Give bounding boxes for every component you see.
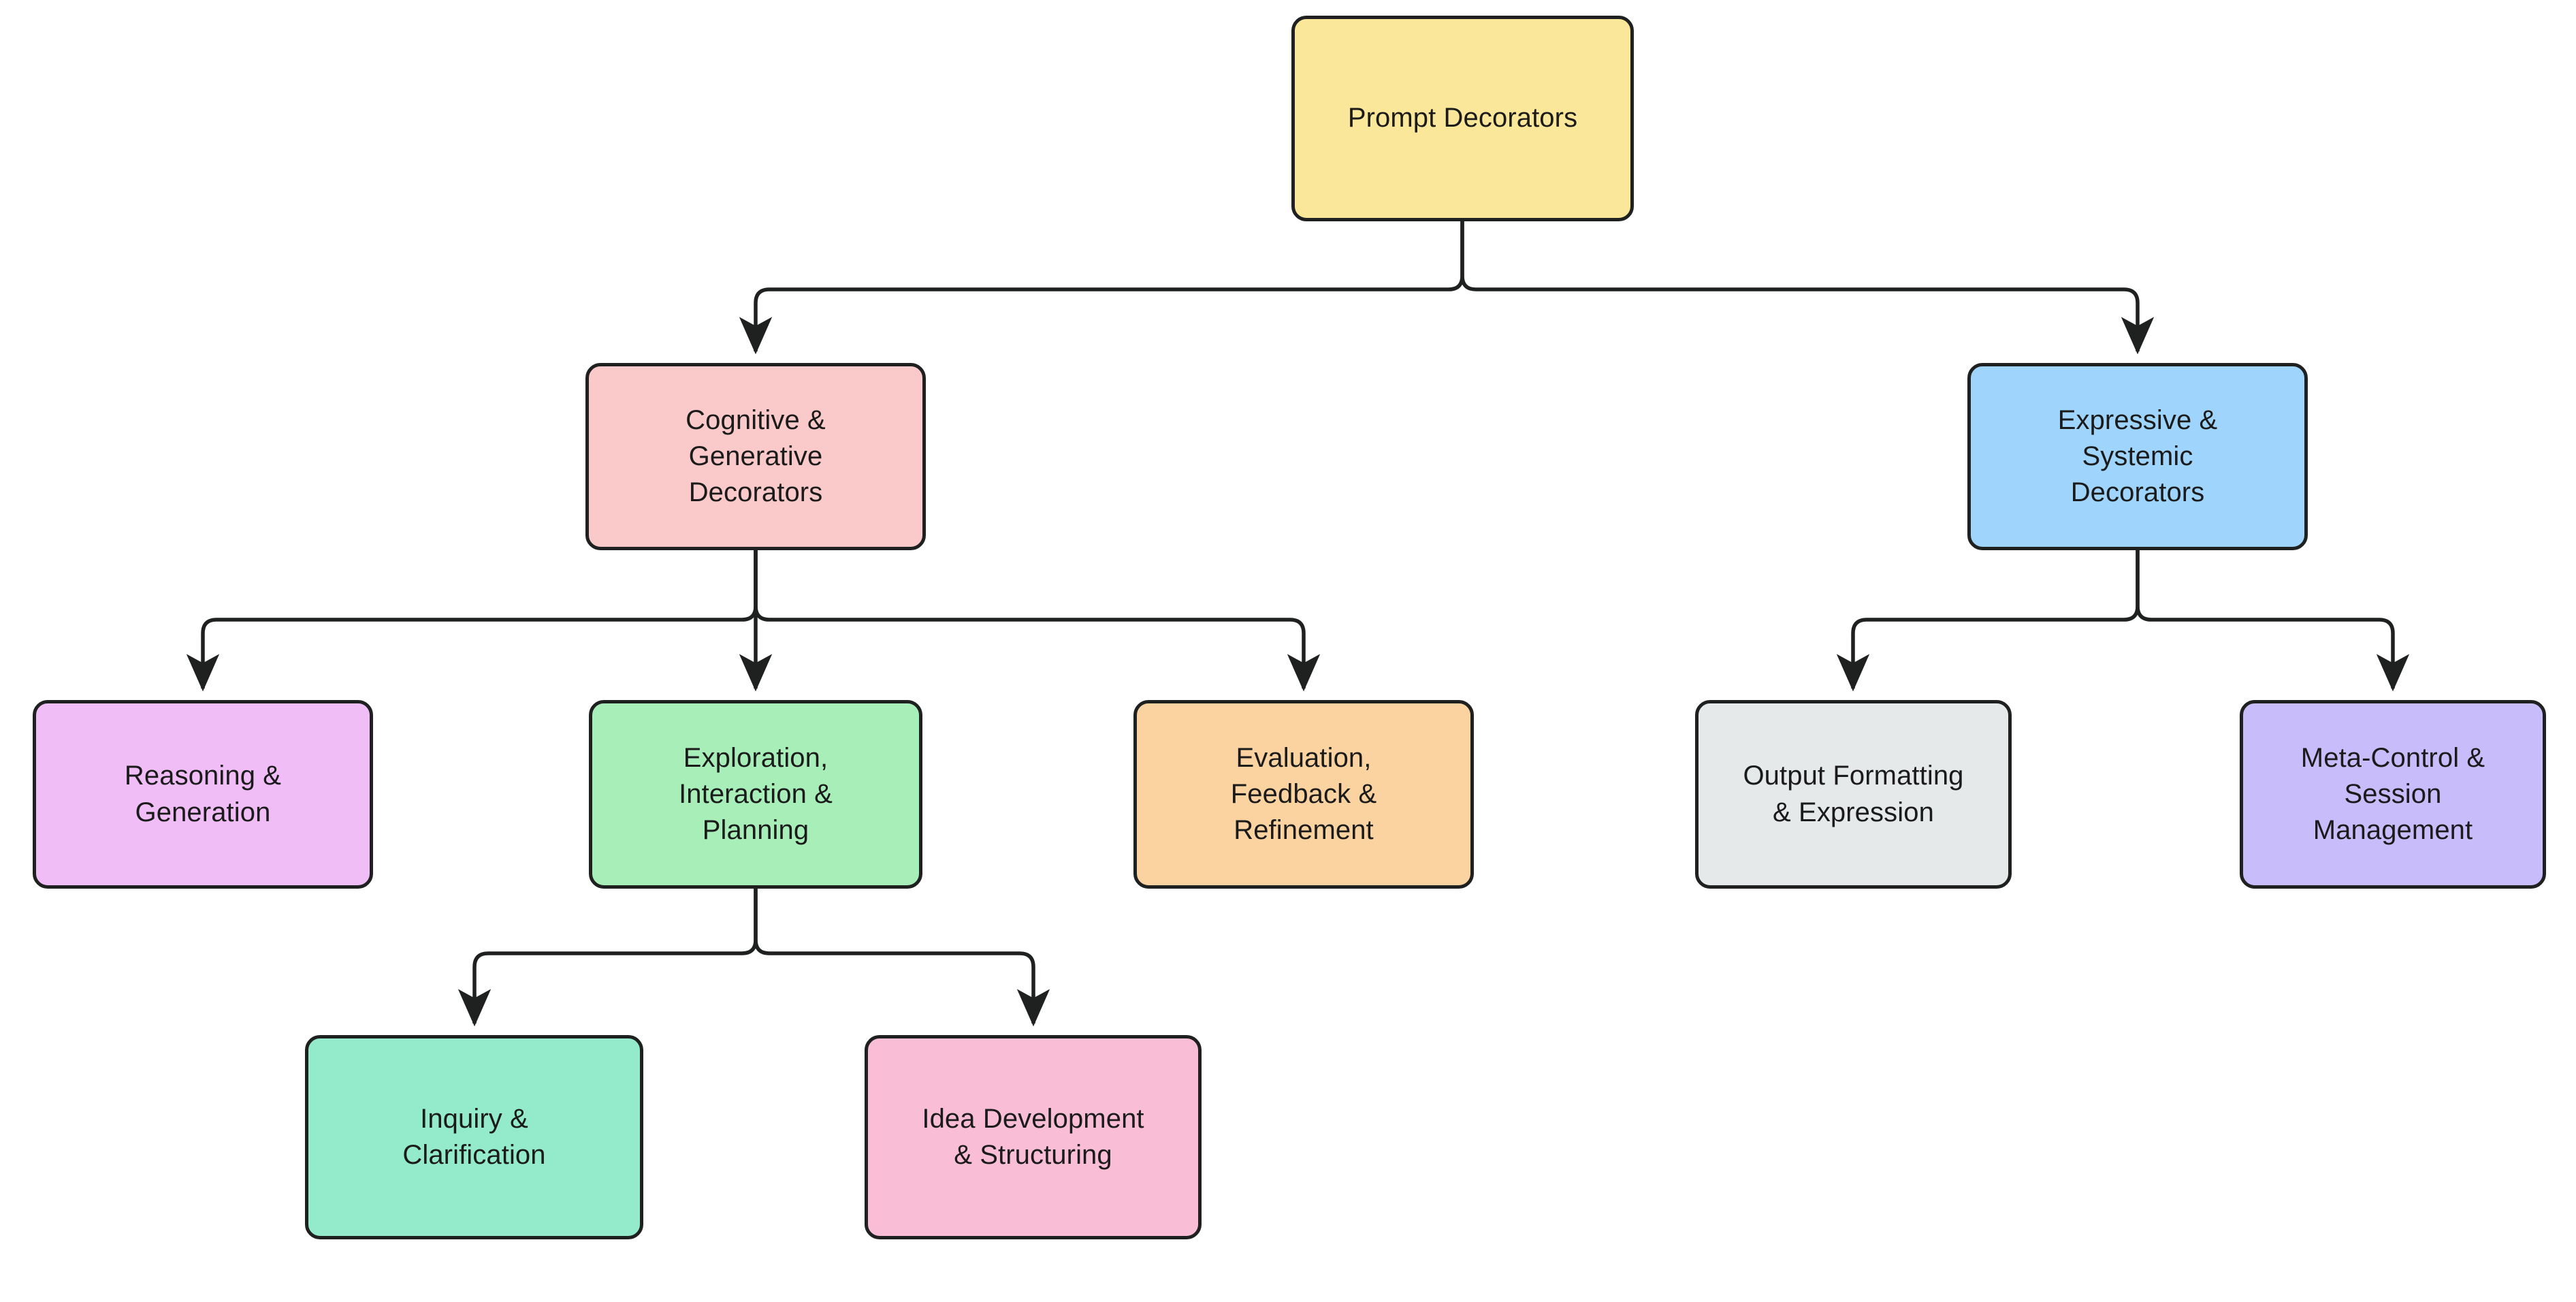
node-idea-development-structuring[interactable]: Idea Development & Structuring [865, 1035, 1202, 1239]
node-label: Inquiry & Clarification [402, 1103, 546, 1170]
node-label: Meta-Control & Session Management [2300, 742, 2485, 846]
node-evaluation-feedback-refinement[interactable]: Evaluation, Feedback & Refinement [1133, 700, 1474, 889]
edge-exploration-to-inquiry [457, 889, 758, 1027]
edge-expressive-to-output-formatting [1836, 550, 2140, 692]
edge-exploration-to-idea-development [754, 889, 1050, 1027]
node-exploration-interaction-planning[interactable]: Exploration, Interaction & Planning [589, 700, 922, 889]
edge-cognitive-to-evaluation [754, 550, 1321, 692]
node-meta-control-session-management[interactable]: Meta-Control & Session Management [2240, 700, 2546, 889]
node-label: Idea Development & Structuring [922, 1103, 1144, 1170]
node-label: Output Formatting & Expression [1743, 761, 1964, 827]
node-inquiry-clarification[interactable]: Inquiry & Clarification [305, 1035, 643, 1239]
edge-root-to-cognitive [739, 221, 1464, 355]
node-reasoning-generation[interactable]: Reasoning & Generation [33, 700, 373, 889]
node-label: Prompt Decorators [1347, 103, 1578, 133]
node-label: Cognitive & Generative Decorators [686, 404, 826, 508]
node-output-formatting-expression[interactable]: Output Formatting & Expression [1695, 700, 2012, 889]
node-label: Evaluation, Feedback & Refinement [1230, 742, 1377, 846]
node-prompt-decorators[interactable]: Prompt Decorators [1291, 16, 1634, 221]
node-cognitive-generative-decorators[interactable]: Cognitive & Generative Decorators [585, 363, 926, 550]
node-label: Exploration, Interaction & Planning [679, 742, 833, 846]
edge-cognitive-to-reasoning [186, 550, 758, 692]
edge-expressive-to-meta-control [2136, 550, 2410, 692]
node-label: Reasoning & Generation [124, 761, 282, 827]
node-label: Expressive & Systemic Decorators [2057, 404, 2218, 508]
node-expressive-systemic-decorators[interactable]: Expressive & Systemic Decorators [1967, 363, 2308, 550]
edge-root-to-expressive [1460, 221, 2155, 355]
